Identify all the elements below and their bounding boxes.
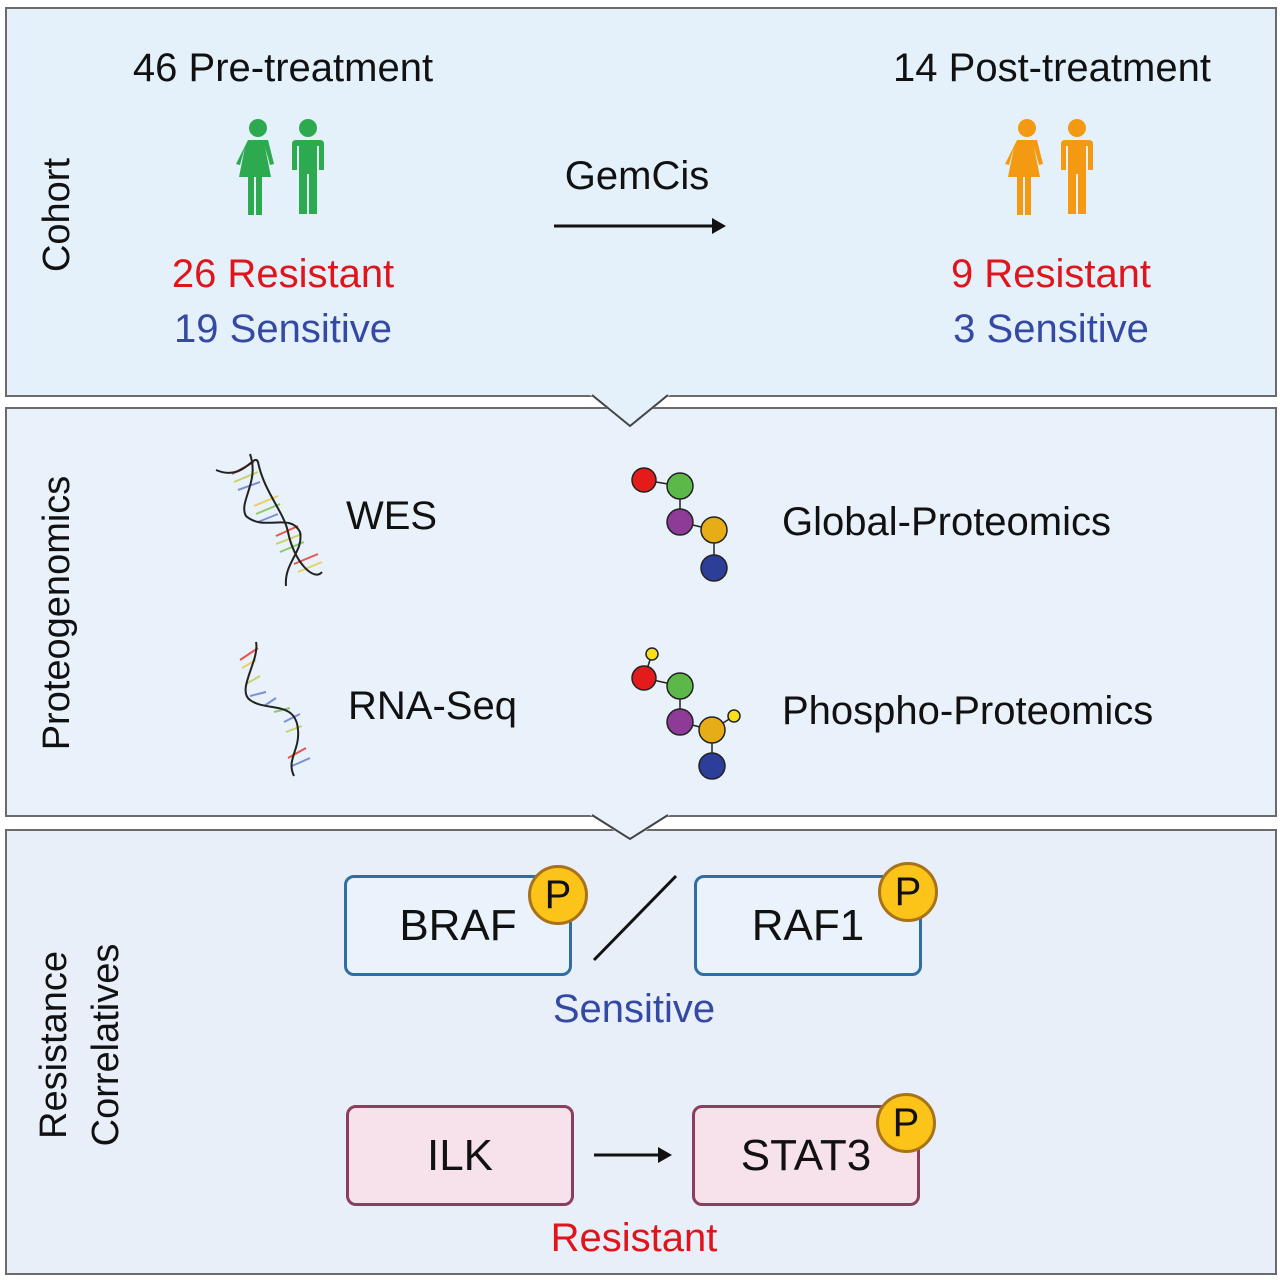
assay-global-proteomics: Global-Proteomics (782, 500, 1112, 544)
treatment-label: GemCis (564, 154, 710, 198)
assay-rna-seq: RNA-Seq (348, 684, 517, 728)
activation-arrow-icon (594, 1147, 672, 1163)
phospho-badge: P (528, 865, 588, 925)
post-treatment-title: 14 Post-treatment (893, 46, 1211, 90)
raf1-node: RAF1 (694, 875, 922, 976)
label-line-1: Resistance (33, 951, 75, 1139)
protein-chain-icon (631, 467, 728, 582)
ilk-label: ILK (426, 1130, 494, 1180)
assay-wes: WES (346, 494, 438, 538)
stat3-label: STAT3 (740, 1130, 872, 1180)
pre-resistant-count: 26 Resistant (171, 252, 395, 296)
rna-strand-icon (239, 641, 311, 777)
label-line-2: Correlatives (85, 943, 127, 1147)
braf-label: BRAF (399, 900, 517, 950)
post-treatment-people-icon (1005, 119, 1093, 215)
dna-double-helix-icon (215, 453, 323, 587)
phospho-badge: P (876, 1093, 936, 1153)
pre-treatment-title: 46 Pre-treatment (132, 46, 434, 90)
phospho-protein-chain-icon (631, 647, 741, 780)
resistant-group-label: Resistant (550, 1216, 718, 1260)
resistance-correlatives-label: Resistance Correlatives (28, 944, 132, 1147)
assay-phospho-proteomics: Phospho-Proteomics (782, 689, 1154, 733)
pre-sensitive-count: 19 Sensitive (174, 307, 392, 351)
raf1-label: RAF1 (751, 900, 865, 950)
cohort-panel (5, 7, 1277, 397)
ilk-node: ILK (346, 1105, 574, 1206)
treatment-arrow-icon (554, 218, 726, 234)
post-resistant-count: 9 Resistant (950, 252, 1152, 296)
phospho-badge: P (878, 862, 938, 922)
sensitive-group-label: Sensitive (552, 987, 716, 1031)
cohort-label: Cohort (36, 157, 78, 273)
or-slash-icon (592, 874, 678, 962)
proteogenomics-label: Proteogenomics (36, 475, 78, 751)
pre-treatment-people-icon (236, 119, 324, 215)
flow-notch-2 (590, 814, 670, 841)
flow-notch-1 (590, 394, 670, 428)
post-sensitive-count: 3 Sensitive (953, 307, 1149, 351)
